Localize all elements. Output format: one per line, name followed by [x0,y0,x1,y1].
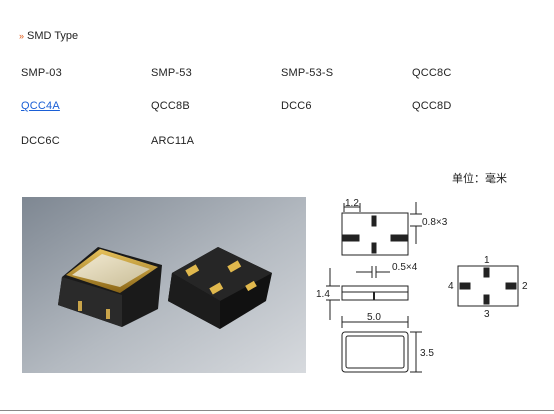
double-chevron-down-icon: » [19,31,25,41]
dimension-drawing: 1.2 0.8×3 0.5×4 1.4 5.0 3.5 1 2 3 4 [316,198,528,373]
bottom-view-outline [341,331,409,373]
pin-label-4: 4 [448,281,454,292]
product-link-smp-53[interactable]: SMP-53 [151,67,192,79]
dim-pad-height: 0.8×3 [422,217,448,228]
unit-label: 单位：毫米 [452,173,507,185]
top-view-outline [341,212,409,256]
crystal-bottom-view [168,247,272,329]
product-link-dcc6c[interactable]: DCC6C [21,135,60,147]
product-photo [22,197,306,373]
pin-label-3: 3 [484,309,490,320]
section-header: » SMD Type [19,29,78,43]
product-link-smp-03[interactable]: SMP-03 [21,67,62,79]
dim-pad-gap: 0.5×4 [392,262,418,273]
section-title: SMD Type [27,30,79,42]
product-link-qcc8b[interactable]: QCC8B [151,100,190,112]
pin-label-2: 2 [522,281,528,292]
dim-length: 5.0 [367,312,381,323]
crystal-top-view [58,247,162,327]
product-link-smp-53-s[interactable]: SMP-53-S [281,67,334,79]
pin-label-1: 1 [484,255,490,266]
pinout-view-outline [457,265,519,307]
product-link-qcc8c[interactable]: QCC8C [412,67,452,79]
product-link-qcc8d[interactable]: QCC8D [412,100,452,112]
dim-width: 3.5 [420,348,434,359]
product-link-dcc6[interactable]: DCC6 [281,100,312,112]
product-link-arc11a[interactable]: ARC11A [151,135,195,147]
bottom-divider [0,410,554,411]
product-link-qcc4a[interactable]: QCC4A [21,100,60,112]
dim-pad-width: 1.2 [345,198,359,209]
dim-thickness: 1.4 [316,289,330,300]
